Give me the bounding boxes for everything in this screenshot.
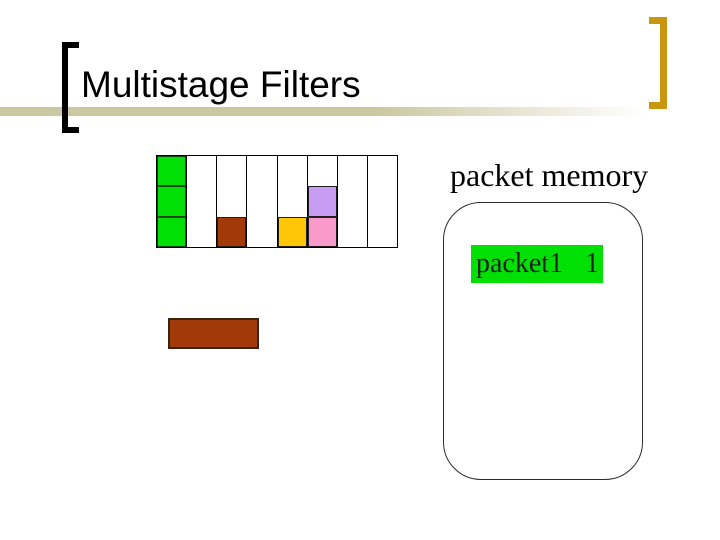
title-underline-rule bbox=[0, 107, 645, 116]
packet-swatch bbox=[168, 318, 259, 349]
filter-grid bbox=[156, 155, 398, 248]
green-counter-cell bbox=[157, 216, 187, 248]
right-bracket-decoration bbox=[649, 17, 667, 109]
purple-counter-cell bbox=[307, 186, 337, 217]
brown-counter-cell bbox=[217, 216, 247, 248]
packet-memory-box: packet1 1 bbox=[443, 202, 643, 480]
green-counter-cell bbox=[157, 186, 187, 217]
pink-counter-cell bbox=[307, 216, 337, 248]
slide-title: Multistage Filters bbox=[81, 64, 361, 105]
filter-column bbox=[338, 156, 368, 247]
filter-column bbox=[247, 156, 278, 247]
yellow-counter-cell bbox=[277, 216, 307, 248]
green-counter-cell bbox=[157, 156, 187, 187]
filter-column bbox=[157, 156, 188, 248]
filter-column bbox=[187, 156, 218, 247]
filter-column bbox=[217, 156, 248, 248]
packet-entry: packet1 1 bbox=[471, 245, 603, 283]
packet-entry-count: 1 bbox=[585, 248, 600, 279]
packet-memory-label: packet memory bbox=[450, 157, 649, 193]
packet-entry-name: packet1 bbox=[476, 248, 564, 279]
left-bracket-decoration bbox=[62, 42, 79, 133]
filter-column bbox=[277, 156, 308, 248]
filter-column bbox=[368, 156, 397, 247]
filter-column bbox=[307, 156, 338, 248]
